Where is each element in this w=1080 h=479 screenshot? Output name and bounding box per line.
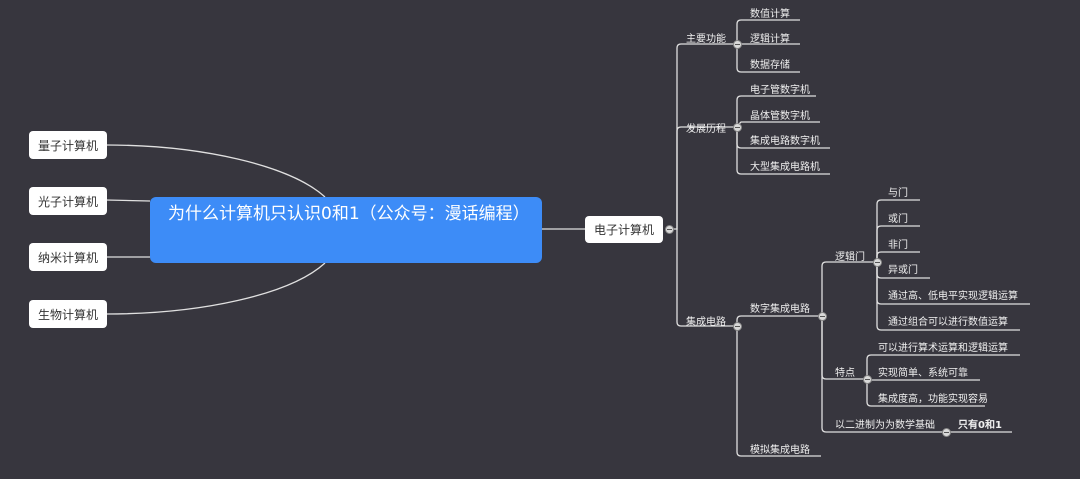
topic-data-storage[interactable]: 数据存储	[750, 60, 790, 71]
main-node-electronic-computer[interactable]: 电子计算机	[585, 216, 663, 243]
collapse-toggle-icon[interactable]	[873, 258, 882, 267]
node-label: 纳米计算机	[37, 250, 98, 265]
topic-or-gate[interactable]: 或门	[888, 214, 908, 225]
node-label: 量子计算机	[37, 138, 98, 153]
collapse-toggle-icon[interactable]	[818, 312, 827, 321]
topic-transistor[interactable]: 晶体管数字机	[750, 111, 810, 122]
topic-digital-ic[interactable]: 数字集成电路	[750, 304, 810, 315]
topic-analog-ic[interactable]: 模拟集成电路	[750, 445, 810, 456]
topic-voltage-logic[interactable]: 通过高、低电平实现逻辑运算	[888, 291, 1018, 302]
connector-quantum	[105, 144, 326, 198]
topic-high-integration[interactable]: 集成度高，功能实现容易	[878, 394, 988, 405]
node-label: 电子计算机	[593, 223, 654, 237]
topic-logic-calc[interactable]: 逻辑计算	[750, 34, 790, 45]
left-node-photon[interactable]: 光子计算机	[29, 187, 107, 215]
topic-not-gate[interactable]: 非门	[888, 240, 908, 251]
topic-ic-computer[interactable]: 集成电路数字机	[750, 136, 820, 147]
collapse-toggle-icon[interactable]	[733, 123, 742, 132]
topic-binary-basis[interactable]: 以二进制为为数学基础	[835, 420, 935, 431]
left-node-quantum[interactable]: 量子计算机	[29, 131, 107, 159]
collapse-toggle-icon[interactable]	[733, 322, 742, 331]
connector-bio	[105, 262, 326, 315]
left-node-bio[interactable]: 生物计算机	[29, 300, 107, 328]
topic-vacuum-tube[interactable]: 电子管数字机	[750, 85, 810, 96]
topic-simple-reliable[interactable]: 实现简单、系统可靠	[878, 368, 968, 379]
collapse-toggle-icon[interactable]	[665, 225, 674, 234]
collapse-toggle-icon[interactable]	[863, 375, 872, 384]
topic-xor-gate[interactable]: 异或门	[888, 265, 918, 276]
topic-main-functions[interactable]: 主要功能	[686, 34, 726, 45]
topic-and-gate[interactable]: 与门	[888, 188, 908, 199]
connector-main-trunk	[669, 43, 737, 230]
root-topic[interactable]: 为什么计算机只认识0和1（公众号：漫话编程）	[150, 197, 542, 263]
topic-only-0-and-1[interactable]: 只有0和1	[958, 420, 1002, 431]
topic-logic-gates[interactable]: 逻辑门	[835, 252, 865, 263]
node-label: 光子计算机	[37, 194, 98, 209]
topic-numeric-calc[interactable]: 数值计算	[750, 9, 790, 20]
topic-combination-numeric[interactable]: 通过组合可以进行数值运算	[888, 317, 1008, 328]
connector-photon	[105, 199, 151, 202]
collapse-toggle-icon[interactable]	[733, 40, 742, 49]
topic-features[interactable]: 特点	[835, 368, 855, 379]
node-label: 生物计算机	[37, 307, 98, 322]
collapse-toggle-icon[interactable]	[942, 428, 951, 437]
left-node-nano[interactable]: 纳米计算机	[29, 243, 107, 271]
topic-arith-logic[interactable]: 可以进行算术运算和逻辑运算	[878, 343, 1008, 354]
root-title: 为什么计算机只认识0和1（公众号：漫话编程）	[168, 204, 530, 224]
topic-integrated-circuit[interactable]: 集成电路	[686, 317, 726, 328]
topic-lsi-computer[interactable]: 大型集成电路机	[750, 162, 820, 173]
topic-history[interactable]: 发展历程	[686, 124, 726, 135]
